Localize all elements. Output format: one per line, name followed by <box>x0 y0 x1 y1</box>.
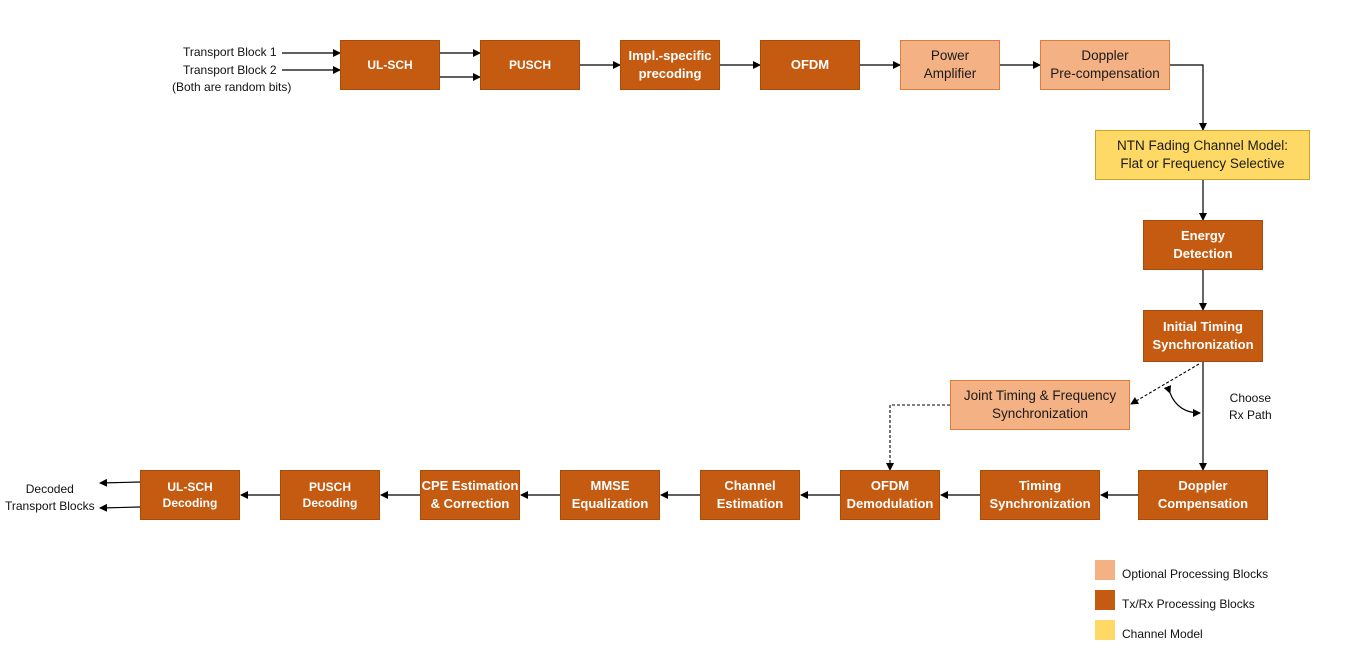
channel-estimation-block: Channel Estimation <box>700 470 800 520</box>
joint-timing-frequency-sync-block: Joint Timing & Frequency Synchronization <box>950 380 1130 430</box>
legend-label-optional: Optional Processing Blocks <box>1122 567 1269 581</box>
arrow-joint-sync-to-ofdm-demod <box>886 404 950 471</box>
ntn-channel-model-block: NTN Fading Channel Model: Flat or Freque… <box>1095 130 1310 180</box>
ulsch-decoding-block: UL-SCH Decoding <box>140 470 240 520</box>
doppler-precompensation-block: Doppler Pre-compensation <box>1040 40 1170 90</box>
legend-swatch-processing <box>1095 590 1115 610</box>
transport-block-1-label: Transport Block 1 <box>183 45 277 59</box>
random-bits-note: (Both are random bits) <box>172 80 292 94</box>
decoded-transport-blocks-label: Decoded Transport Blocks <box>5 482 95 513</box>
power-amplifier-block: Power Amplifier <box>900 40 1000 90</box>
choose-path-curved-arrow <box>1163 385 1201 417</box>
timing-synchronization-block: Timing Synchronization <box>980 470 1100 520</box>
choose-rx-path-label: Choose Rx Path <box>1229 391 1272 422</box>
ofdm-block: OFDM <box>760 40 860 90</box>
arrow-output-2 <box>99 503 141 512</box>
ofdm-demodulation-block: OFDM Demodulation <box>840 470 940 520</box>
arrow-output-1 <box>99 478 141 487</box>
doppler-compensation-block: Doppler Compensation <box>1138 470 1268 520</box>
ulsch-block: UL-SCH <box>340 40 440 90</box>
transport-block-2-label: Transport Block 2 <box>183 63 277 77</box>
initial-timing-sync-block: Initial Timing Synchronization <box>1143 310 1263 362</box>
legend-swatch-optional <box>1095 560 1115 580</box>
arrow-initial-timing-to-joint-sync <box>1130 363 1200 405</box>
energy-detection-block: Energy Detection <box>1143 220 1263 270</box>
legend-label-channel: Channel Model <box>1122 627 1203 641</box>
legend-label-processing: Tx/Rx Processing Blocks <box>1122 597 1255 611</box>
legend-swatch-channel <box>1095 620 1115 640</box>
mmse-equalization-block: MMSE Equalization <box>560 470 660 520</box>
arrow-doppler-pre-to-channel <box>1170 64 1207 131</box>
precoding-block: Impl.-specific precoding <box>620 40 720 90</box>
pusch-decoding-block: PUSCH Decoding <box>280 470 380 520</box>
cpe-estimation-correction-block: CPE Estimation & Correction <box>420 470 520 520</box>
pusch-block: PUSCH <box>480 40 580 90</box>
